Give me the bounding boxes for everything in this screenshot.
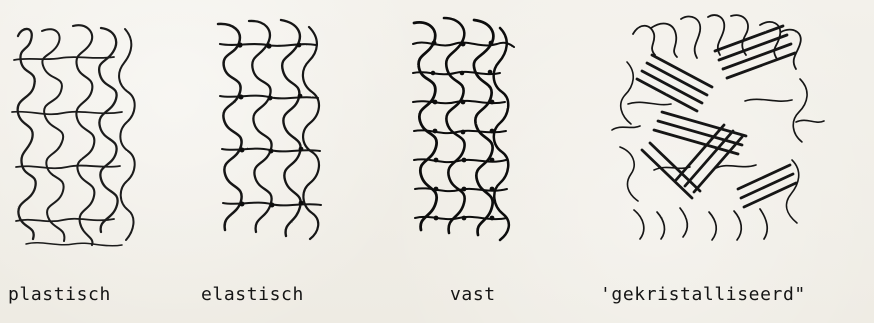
- solid-structure-illustration: [413, 18, 514, 240]
- solid-label: vast: [450, 284, 520, 312]
- elastic-label: elastisch: [201, 284, 333, 312]
- elastic-structure-illustration: [218, 20, 321, 239]
- plastic-label: plastisch: [8, 284, 140, 312]
- crystallized-structure-illustration: [612, 15, 824, 240]
- crystallized-label: 'gekristalliseerd": [600, 284, 870, 312]
- plastic-structure-illustration: [12, 25, 135, 246]
